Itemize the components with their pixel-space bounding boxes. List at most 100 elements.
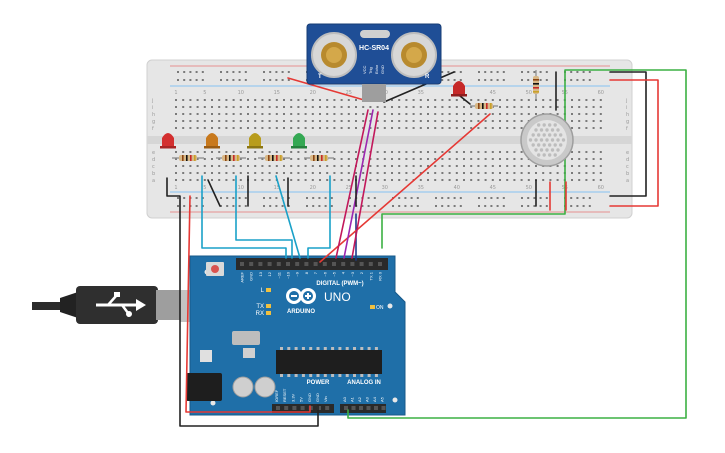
digital-pin-socket[interactable] (304, 262, 309, 266)
breadboard-hole (491, 158, 494, 160)
digital-pin-socket[interactable] (350, 262, 355, 266)
power-pin-socket[interactable] (292, 406, 297, 410)
resistors (172, 70, 539, 161)
analog-pin-socket[interactable] (381, 406, 386, 410)
breadboard-hole (283, 120, 285, 122)
breadboard-hole (513, 127, 516, 129)
led-yellow (247, 133, 263, 149)
digital-pin-socket[interactable] (249, 262, 254, 266)
power-pin-socket[interactable] (325, 406, 330, 410)
digital-pin-socket[interactable] (378, 262, 382, 266)
rail-hole (441, 197, 444, 199)
breadboard-hole (347, 99, 350, 101)
rail-hole (533, 71, 536, 73)
breadboard-hole (578, 127, 581, 129)
breadboard-hole (599, 158, 602, 160)
breadboard-hole (203, 158, 206, 160)
rail-hole (527, 79, 530, 81)
rail-hole (281, 71, 284, 73)
power-pin-socket[interactable] (276, 406, 280, 410)
breadboard-hole (283, 165, 285, 167)
breadboard-hole (347, 113, 350, 115)
rail-hole (539, 205, 542, 207)
breadboard-hole (549, 179, 552, 181)
usb-plug-metal (156, 290, 182, 320)
breadboard-hole (268, 127, 271, 129)
rail-hole (177, 71, 179, 73)
digital-pin-socket[interactable] (240, 262, 244, 266)
analog-pin-socket[interactable] (351, 406, 356, 410)
rail-hole (582, 79, 585, 81)
sensor-pin-label: GND (380, 65, 385, 74)
breadboard-hole (340, 165, 343, 167)
reset-button[interactable] (211, 265, 219, 273)
digital-pin-label: 7 (313, 271, 318, 274)
breadboard-hole (506, 158, 509, 160)
breadboard-hole (427, 158, 429, 160)
breadboard-hole (182, 113, 185, 115)
analog-label: ANALOG IN (347, 380, 381, 386)
breadboard-hole (203, 165, 206, 167)
digital-pin-socket[interactable] (341, 262, 346, 266)
breadboard-hole (254, 99, 257, 101)
breadboard-hole (571, 172, 573, 174)
digital-pin-socket[interactable] (368, 262, 373, 266)
digital-pin-socket[interactable] (313, 262, 318, 266)
breadboard-hole (283, 172, 285, 174)
breadboard-hole (527, 99, 530, 101)
breadboard-hole (441, 113, 444, 115)
breadboard-hole (419, 127, 422, 129)
power-pin-socket[interactable] (317, 406, 321, 410)
breadboard-hole (376, 120, 379, 122)
breadboard-hole (412, 151, 415, 153)
rail-hole (576, 197, 579, 199)
breadboard-hole (225, 179, 228, 181)
analog-pin-socket[interactable] (344, 406, 348, 410)
power-pin-socket[interactable] (284, 406, 289, 410)
breadboard-hole (398, 120, 401, 122)
analog-pin-socket[interactable] (366, 406, 371, 410)
rx-led (266, 311, 271, 315)
digital-pin-socket[interactable] (286, 262, 290, 266)
rail-hole (539, 197, 542, 199)
breadboard-hole (419, 172, 422, 174)
breadboard-hole (283, 127, 285, 129)
breadboard-hole (304, 158, 307, 160)
digital-pin-socket[interactable] (359, 262, 364, 266)
breadboard-hole (232, 99, 235, 101)
rail-hole (189, 71, 192, 73)
breadboard-hole (506, 120, 509, 122)
breadboard-hole (513, 158, 516, 160)
analog-pin-socket[interactable] (374, 406, 378, 410)
breadboard-hole (304, 151, 307, 153)
rail-hole (324, 205, 327, 207)
breadboard-hole (470, 172, 473, 174)
digital-pin-socket[interactable] (295, 262, 300, 266)
column-number: 10 (238, 90, 244, 96)
rail-hole (576, 205, 579, 207)
digital-pin-socket[interactable] (258, 262, 263, 266)
rail-hole (220, 205, 222, 207)
digital-pin-socket[interactable] (276, 262, 281, 266)
led-orange (204, 133, 220, 149)
breadboard-hole (326, 151, 329, 153)
digital-pin-socket[interactable] (332, 262, 336, 266)
rail-hole (275, 71, 278, 73)
breadboard-hole (268, 99, 271, 101)
breadboard-hole (326, 106, 329, 108)
rail-hole (576, 71, 579, 73)
breadboard-hole (189, 165, 192, 167)
breadboard-hole (239, 158, 242, 160)
digital-pin-socket[interactable] (267, 262, 272, 266)
analog-pin-socket[interactable] (359, 406, 363, 410)
power-pin-socket[interactable] (300, 406, 305, 410)
breadboard-hole (419, 151, 422, 153)
breadboard-hole (463, 127, 465, 129)
breadboard-hole (362, 151, 365, 153)
breadboard-hole (362, 113, 365, 115)
rail-hole (502, 71, 505, 73)
digital-pin-socket[interactable] (322, 262, 327, 266)
wire-red-sensor-vcc (287, 77, 365, 101)
breadboard-hole (484, 127, 487, 129)
row-letter: b (626, 171, 629, 177)
